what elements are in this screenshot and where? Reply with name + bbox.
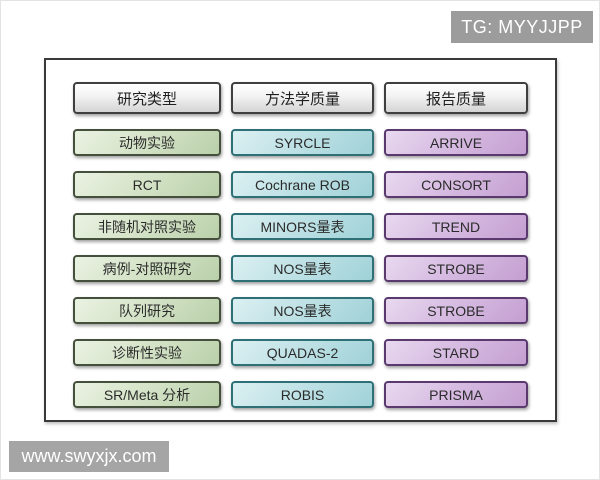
node-report-quality: STROBE [384, 255, 528, 282]
node-method-quality: Cochrane ROB [231, 171, 374, 198]
node-study-type: SR/Meta 分析 [73, 381, 221, 408]
node-study-type: 非随机对照实验 [73, 213, 221, 240]
watermark-badge: www.swyxjx.com [9, 441, 169, 472]
column-header-method-quality: 方法学质量 [231, 82, 374, 114]
node-method-quality: SYRCLE [231, 129, 374, 156]
telegram-tag-badge: TG: MYYJJPP [451, 11, 593, 43]
node-study-type: 动物实验 [73, 129, 221, 156]
node-method-quality: NOS量表 [231, 297, 374, 324]
node-report-quality: TREND [384, 213, 528, 240]
node-method-quality: NOS量表 [231, 255, 374, 282]
node-method-quality: ROBIS [231, 381, 374, 408]
node-study-type: 病例-对照研究 [73, 255, 221, 282]
node-report-quality: PRISMA [384, 381, 528, 408]
diagram-frame: 研究类型 方法学质量 报告质量 动物实验 SYRCLE ARRIVE RCT C… [44, 58, 557, 422]
column-header-study-type: 研究类型 [73, 82, 221, 114]
node-study-type: RCT [73, 171, 221, 198]
column-header-report-quality: 报告质量 [384, 82, 528, 114]
node-report-quality: STROBE [384, 297, 528, 324]
node-report-quality: CONSORT [384, 171, 528, 198]
node-report-quality: ARRIVE [384, 129, 528, 156]
node-report-quality: STARD [384, 339, 528, 366]
node-study-type: 队列研究 [73, 297, 221, 324]
quality-scales-grid: 研究类型 方法学质量 报告质量 动物实验 SYRCLE ARRIVE RCT C… [73, 82, 528, 408]
node-study-type: 诊断性实验 [73, 339, 221, 366]
node-method-quality: QUADAS-2 [231, 339, 374, 366]
node-method-quality: MINORS量表 [231, 213, 374, 240]
